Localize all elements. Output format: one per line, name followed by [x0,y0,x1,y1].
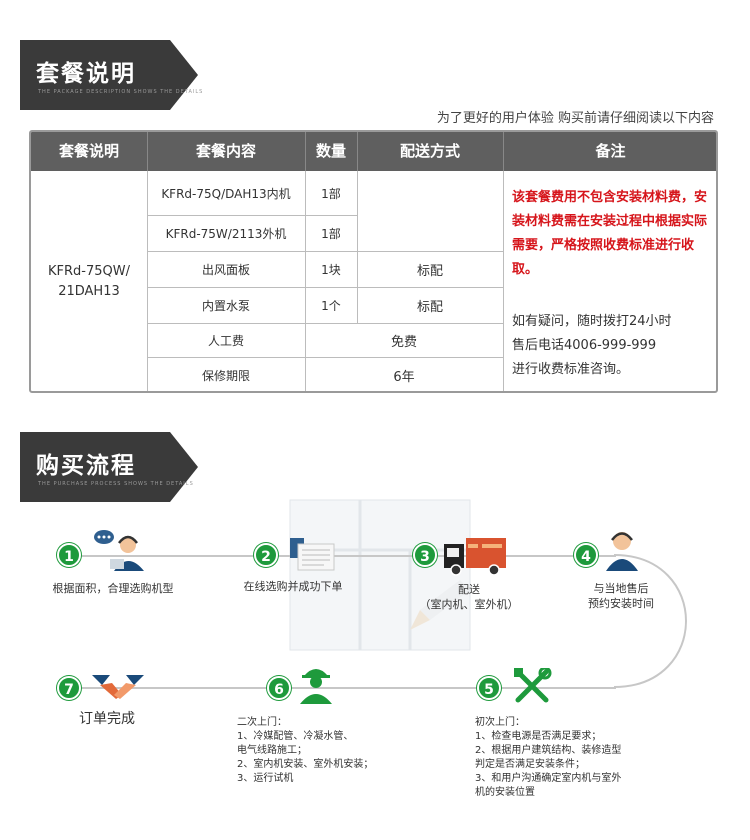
step-5-item-3: 判定是否满足安装条件； [475,759,585,770]
step-6-title: 二次上门： [237,717,287,728]
model-line-2: 21DAH13 [58,284,120,299]
step-5-badge: 5 [477,676,501,700]
row-qty-4: 1个 [321,298,341,313]
header-content: 套餐内容 [195,142,256,160]
step-5-title: 初次上门： [475,717,525,728]
package-table: 套餐说明 套餐内容 数量 配送方式 备注 KFRd-75QW/ 21DAH13 … [29,130,718,393]
step-6-item-4: 3、运行试机 [237,773,294,784]
step-5-item-1: 1、检查电源是否满足要求； [475,731,602,742]
delivery-truck-icon [444,538,506,576]
step-5-item-4: 3、和用户沟通确定室内机与室外 [475,773,622,784]
purchase-notice: 为了更好的用户体验 购买前请仔细阅读以下内容 [436,111,714,126]
step-4-label-line-2: 预约安装时间 [588,597,654,610]
step-4-badge: 4 [574,543,598,567]
model-line-1: KFRd-75QW/ [48,264,130,279]
process-banner: 购买流程 THE PURCHASE PROCESS SHOWS THE DETA… [20,432,198,502]
package-model: KFRd-75QW/ 21DAH13 [31,171,147,391]
row-delivery-3: 标配 [416,263,443,279]
step-1-badge: 1 [57,543,81,567]
step-7-badge: 7 [57,676,81,700]
row-content-6: 保修期限 [201,368,250,383]
row-content-2: KFRd-75W/2113外机 [165,226,287,241]
step-6-item-3: 2、室内机安装、室外机安装； [237,759,374,770]
step-3-label-line-2: （室内机、室外机） [419,598,519,611]
row-content-4: 内置水泵 [201,298,250,313]
step-3-badge: 3 [413,543,437,567]
step-4-label-line-1: 与当地售后 [593,582,649,595]
row-qty-3: 1块 [321,262,341,277]
row-content-3: 出风面板 [201,262,250,277]
row-merged-6: 6年 [393,369,415,385]
row-qty-1: 1部 [321,186,341,201]
package-subtitle: THE PACKAGE DESCRIPTION SHOWS THE DETAIL… [38,89,204,95]
step-5-item-2: 2、根据用户建筑结构、装修造型 [475,745,622,756]
header-note: 备注 [595,142,626,160]
order-form-icon [290,538,335,571]
worker-icon [300,669,332,704]
step-5-item-5: 机的安装位置 [475,787,535,798]
step-2-badge: 2 [254,543,278,567]
step-6-details: 二次上门： 1、冷媒配管、冷凝水管、 电气线路施工； 2、室内机安装、室外机安装… [237,716,373,786]
note-hotline-line-3: 进行收费标准咨询。 [512,362,630,377]
row-qty-2: 1部 [321,226,341,241]
process-title: 购买流程 [36,453,136,479]
handshake-icon [92,675,144,699]
step-6-item-1: 1、冷媒配管、冷凝水管、 [237,731,354,742]
note-hotline: 如有疑问，随时拨打24小时 售后电话4006-999-999 进行收费标准咨询。 [512,310,712,382]
step-5-details: 初次上门： 1、检查电源是否满足要求； 2、根据用户建筑结构、装修造型 判定是否… [475,716,621,800]
process-subtitle: THE PURCHASE PROCESS SHOWS THE DETAILS [38,481,194,487]
header-qty: 数量 [315,142,346,160]
row-content-5: 人工费 [207,333,244,348]
step-7-label: 订单完成 [79,711,135,727]
step-1-label: 根据面积，合理选购机型 [52,582,174,595]
step-2-label: 在线选购并成功下单 [243,580,343,593]
flow-curve-icon [613,554,687,688]
header-package: 套餐说明 [58,142,119,160]
note-hotline-line-1: 如有疑问，随时拨打24小时 [512,314,672,329]
table-header: 套餐说明 套餐内容 数量 配送方式 备注 [31,132,716,171]
tools-icon [514,668,552,703]
step-6-badge: 6 [267,676,291,700]
step-3-label-line-1: 配送 [458,583,480,596]
header-delivery: 配送方式 [399,142,460,160]
step-3-label: 配送 （室内机、室外机） [404,582,534,612]
package-title: 套餐说明 [36,61,136,87]
note-material-fee: 该套餐费用不包含安装材料费，安装材料费需在安装过程中根据实际需要，严格按照收费标… [512,190,708,277]
customer-service-icon [94,530,144,571]
service-agent-icon [606,532,638,571]
note-hotline-line-2: 售后电话4006-999-999 [512,338,657,353]
row-merged-5: 免费 [390,334,417,350]
row-content-1: KFRd-75Q/DAH13内机 [161,186,291,201]
package-banner: 套餐说明 THE PACKAGE DESCRIPTION SHOWS THE D… [20,40,202,110]
step-4-label: 与当地售后 预约安装时间 [566,581,676,611]
step-6-item-2: 电气线路施工； [237,745,307,756]
row-delivery-4: 标配 [416,299,443,315]
